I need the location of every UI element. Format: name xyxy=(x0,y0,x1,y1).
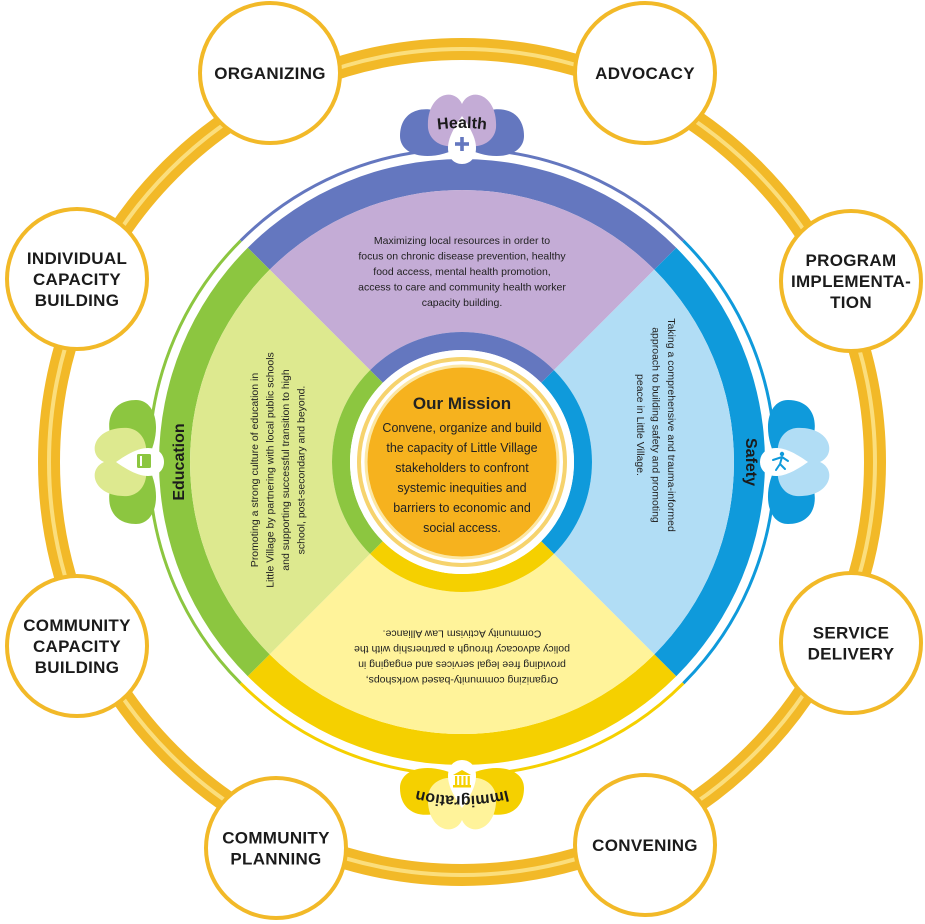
safety-description: Taking a comprehensive and trauma-inform… xyxy=(634,318,677,532)
mission-title: Our Mission xyxy=(413,394,511,413)
strategy-program-implementation: PROGRAM IMPLEMENTA- TION xyxy=(779,209,923,353)
mission-line: barriers to economic and xyxy=(393,501,531,515)
strategy-label: PLANNING xyxy=(230,850,321,869)
strategy-circle xyxy=(573,773,717,917)
strategy-advocacy: ADVOCACY xyxy=(573,1,717,145)
strategy-label: BUILDING xyxy=(35,291,120,310)
immigration-wedge xyxy=(269,553,655,734)
education-description-line: Little Village by partnering with local … xyxy=(265,352,277,588)
strategy-label: CAPACITY xyxy=(33,270,121,289)
courthouse-icon xyxy=(453,770,471,788)
immigration-icon-badge xyxy=(400,760,524,830)
education-wedge xyxy=(190,269,371,655)
strategy-label: CAPACITY xyxy=(33,637,121,656)
mission-circle xyxy=(364,364,560,560)
mission-line: stakeholders to confront xyxy=(395,461,529,475)
strategy-circle xyxy=(5,574,149,718)
outer-strategy-ring xyxy=(38,38,886,886)
strategy-label: ADVOCACY xyxy=(595,64,695,83)
strategy-circles: ORGANIZING ADVOCACY PROGRAM IMPLEMENTA- TION… xyxy=(5,1,923,920)
strategy-label: SERVICE xyxy=(813,624,889,643)
strategy-community-capacity-building: COMMUNITY CAPACITY BUILDING xyxy=(5,574,149,718)
safety-description-line: approach to building safety and promotin… xyxy=(650,327,662,523)
education-title: Education xyxy=(171,423,188,500)
safety-title: Safety xyxy=(742,438,759,486)
safety-icon-badge xyxy=(760,400,830,524)
strategy-label: DELIVERY xyxy=(808,645,895,664)
health-wedge xyxy=(269,190,655,371)
strategy-label: ORGANIZING xyxy=(214,64,326,83)
mission-line: Convene, organize and build xyxy=(382,421,541,435)
immigration-description-line: policy advocacy through a partnership wi… xyxy=(354,643,570,655)
mission-line: systemic inequities and xyxy=(397,481,526,495)
strategy-label: BUILDING xyxy=(35,658,120,677)
education-icon-badge xyxy=(94,400,164,524)
strategy-circle xyxy=(573,1,717,145)
book-icon xyxy=(137,454,151,468)
strategy-circle xyxy=(198,1,342,145)
medical-cross-icon xyxy=(455,137,469,151)
strategy-circle xyxy=(779,571,923,715)
safety-description-line: Taking a comprehensive and trauma-inform… xyxy=(665,318,677,532)
safety-wedge xyxy=(553,269,734,655)
education-outer-band xyxy=(159,247,270,677)
safety-outer-band xyxy=(654,247,765,677)
immigration-description-line: Community Activism Law Alliance. xyxy=(383,628,542,640)
health-icon-badge xyxy=(400,94,524,164)
health-description-line: focus on chronic disease prevention, hea… xyxy=(358,251,566,263)
outer-ring-highlight xyxy=(47,47,877,877)
strategy-label: INDIVIDUAL xyxy=(27,249,127,268)
education-description-line: and supporting successful transition to … xyxy=(280,369,292,571)
education-description: Promoting a strong culture of education … xyxy=(249,352,308,588)
strategy-circle xyxy=(204,776,348,920)
strategy-service-delivery: SERVICE DELIVERY xyxy=(779,571,923,715)
education-description-line: school, post-secondary and beyond. xyxy=(296,386,308,555)
strategy-label: COMMUNITY xyxy=(222,829,330,848)
strategy-individual-capacity-building: INDIVIDUAL CAPACITY BUILDING xyxy=(5,207,149,351)
health-title: Health xyxy=(436,115,488,134)
person-running-icon xyxy=(772,451,789,471)
immigration-title: Immigration xyxy=(414,787,511,810)
health-description-line: Maximizing local resources in order to xyxy=(374,235,550,247)
strategy-label: PROGRAM xyxy=(806,251,897,270)
mission-line: social access. xyxy=(423,521,501,535)
sector-icons xyxy=(94,94,830,830)
strategy-label: TION xyxy=(830,293,872,312)
sector-descriptions: Maximizing local resources in order to fo… xyxy=(249,235,677,686)
education-description-line: Promoting a strong culture of education … xyxy=(249,373,261,568)
immigration-inner-band xyxy=(370,541,554,592)
education-inner-band xyxy=(331,370,383,554)
strategy-label: COMMUNITY xyxy=(23,616,131,635)
health-description: Maximizing local resources in order to fo… xyxy=(358,235,566,309)
immigration-description: Organizing community-based workshops, pro… xyxy=(354,628,570,687)
health-description-line: capacity building. xyxy=(422,297,503,309)
immigration-description-line: Organizing community-based workshops, xyxy=(366,674,559,686)
strategy-label: CONVENING xyxy=(592,836,698,855)
immigration-description-line: providing free legal services and engagi… xyxy=(358,659,566,671)
safety-description-line: peace in Little Village. xyxy=(634,374,646,476)
health-description-line: access to care and community health work… xyxy=(358,282,566,294)
strategy-community-planning: COMMUNITY PLANNING xyxy=(204,776,348,920)
strategy-circle xyxy=(779,209,923,353)
strategy-label: IMPLEMENTA- xyxy=(791,272,911,291)
safety-inner-band xyxy=(541,370,592,554)
strategy-organizing: ORGANIZING xyxy=(198,1,342,145)
health-outer-band xyxy=(247,159,677,270)
health-description-line: food access, mental health promotion, xyxy=(373,266,550,278)
health-inner-band xyxy=(370,332,554,383)
mission-line: the capacity of Little Village xyxy=(386,441,537,455)
immigration-outer-band xyxy=(247,654,677,765)
strategy-convening: CONVENING xyxy=(573,773,717,917)
strategy-circle xyxy=(5,207,149,351)
